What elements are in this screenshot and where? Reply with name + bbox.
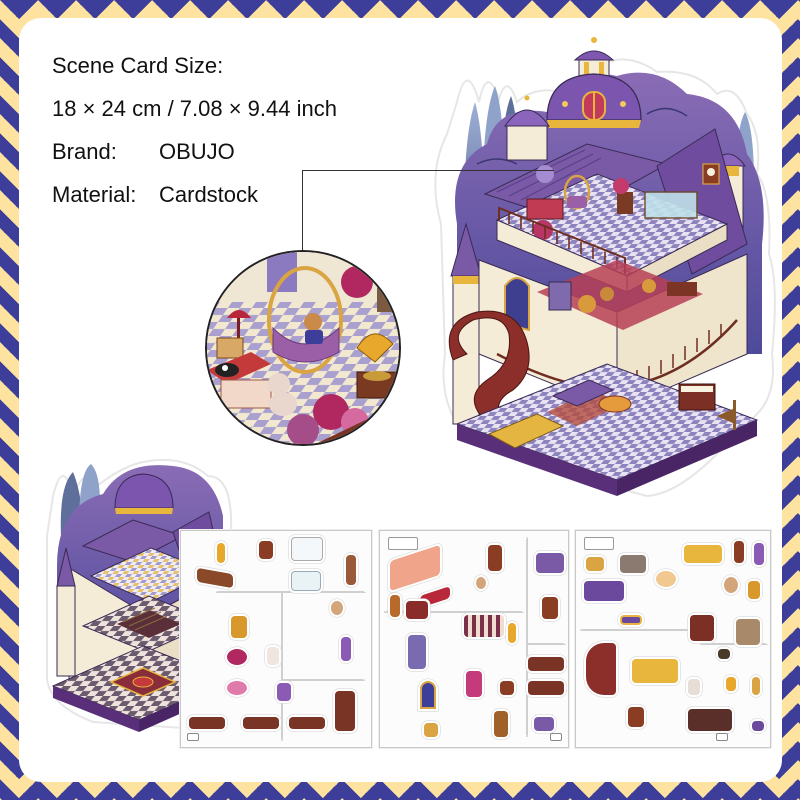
- spec-brand-label: Brand:: [52, 139, 117, 164]
- sticker-bust-statue: [688, 679, 700, 695]
- sticker-gramophone: [231, 616, 247, 638]
- sticker-guitar: [390, 595, 400, 617]
- sticker-table-lamp: [726, 677, 736, 691]
- spec-size-label: Scene Card Size:: [52, 53, 224, 78]
- sticker-spiral-stairs: [586, 643, 616, 695]
- sticker-gold-ottoman: [684, 545, 722, 563]
- spec-brand-value: OBUJO: [159, 139, 235, 164]
- sticker-sheet-1: [180, 530, 372, 748]
- sticker-lamp: [217, 543, 225, 563]
- sticker-clock: [259, 541, 273, 559]
- sticker-headboard: [406, 601, 428, 619]
- sticker-purple-sofa: [584, 581, 624, 601]
- callout-line: [302, 170, 554, 252]
- sticker-bookshelf: [408, 635, 426, 669]
- sticker-hourglass: [752, 677, 760, 695]
- sticker-bear: [331, 601, 343, 615]
- spec-size-label-row: Scene Card Size:: [52, 44, 337, 87]
- sheet-divider: [216, 591, 366, 593]
- spec-brand-row: Brand: OBUJO: [52, 130, 337, 173]
- sticker-pink-plant: [227, 681, 247, 695]
- sticker-aquarium: [291, 571, 321, 591]
- sticker-painting: [586, 557, 604, 571]
- main-scene-image: [417, 24, 782, 504]
- sheet-divider: [281, 679, 365, 681]
- sticker-tall-cabinet: [346, 555, 356, 585]
- sticker-lamp: [508, 623, 516, 643]
- sticker-bear: [476, 577, 486, 589]
- sticker-sheet-2: [379, 530, 569, 748]
- sheet-divider: [526, 643, 566, 645]
- sticker-easel: [494, 711, 508, 737]
- sheet-page-tag: [187, 733, 199, 741]
- sticker-chair: [542, 597, 558, 619]
- product-info-card: Scene Card Size: 18 × 24 cm / 7.08 × 9.4…: [19, 18, 782, 782]
- sticker-witch-hat: [718, 649, 730, 659]
- sticker-railing: [189, 717, 225, 729]
- sticker-crate: [424, 723, 438, 737]
- sticker-purple-bench: [534, 717, 554, 731]
- sticker-gold-ottoman: [632, 659, 678, 683]
- detail-inset-circle: [205, 250, 401, 446]
- sticker-vanity: [488, 545, 502, 571]
- sticker-glass-case: [291, 537, 323, 561]
- sheet-divider: [700, 643, 768, 645]
- sticker-dresser: [620, 555, 646, 573]
- sticker-bench: [197, 567, 233, 589]
- sticker-piano: [690, 615, 714, 641]
- sticker-signpost: [736, 619, 760, 645]
- sticker-angel-statue: [267, 647, 279, 665]
- sheet-divider: [384, 611, 524, 613]
- spec-material-value: Cardstock: [159, 182, 259, 207]
- sheet-divider: [526, 537, 528, 737]
- sheet-label: [584, 537, 614, 550]
- sticker-bed: [390, 544, 440, 592]
- sticker-plant: [227, 649, 247, 665]
- sticker-railing: [528, 681, 564, 695]
- sticker-bear-dress: [466, 671, 482, 697]
- sticker-purple-sofa: [536, 553, 564, 573]
- sheet-page-tag: [716, 733, 728, 741]
- sticker-books: [752, 721, 764, 731]
- sheet-page-tag: [550, 733, 562, 741]
- sticker-orchid: [277, 683, 291, 701]
- sticker-armchair: [628, 707, 644, 727]
- spec-material-row: Material: Cardstock: [52, 173, 337, 216]
- sticker-grandfather-clock: [734, 541, 744, 563]
- sticker-round-table: [656, 571, 676, 587]
- sticker-striped-bed: [464, 615, 504, 637]
- sheet-divider: [580, 629, 700, 631]
- product-specs: Scene Card Size: 18 × 24 cm / 7.08 × 9.4…: [52, 44, 337, 216]
- spec-size-value-row: 18 × 24 cm / 7.08 × 9.44 inch: [52, 87, 337, 130]
- sticker-bear: [724, 577, 738, 593]
- sheet-label: [388, 537, 418, 550]
- sticker-gramophone: [748, 581, 760, 599]
- sticker-sheet-3: [575, 530, 771, 748]
- sticker-stained-window: [420, 681, 436, 709]
- sticker-wisteria: [754, 543, 764, 565]
- spec-material-label: Material:: [52, 182, 137, 207]
- sticker-wisteria: [341, 637, 351, 661]
- sticker-railing: [243, 717, 279, 729]
- sheet-divider: [281, 591, 283, 741]
- sticker-stairs: [335, 691, 355, 731]
- sticker-railing: [289, 717, 325, 729]
- hanging-chair-detail-illustration: [207, 252, 399, 444]
- spec-size-value: 18 × 24 cm / 7.08 × 9.44 inch: [52, 96, 337, 121]
- sticker-railing: [528, 657, 564, 671]
- castle-scene-illustration: [434, 37, 776, 498]
- sticker-rug: [620, 615, 642, 625]
- sticker-l-sofa: [688, 709, 732, 731]
- sticker-side-table: [500, 681, 514, 695]
